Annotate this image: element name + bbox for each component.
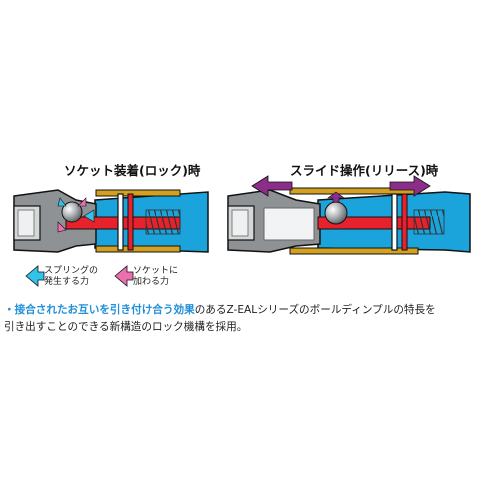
release-state-title: スライド操作(リリース)時 — [290, 163, 439, 178]
slide-arrow-left — [251, 175, 293, 197]
caption-line2: 引き出すことのできる新構造のロック機構を採用。 — [4, 321, 248, 333]
ball-left — [61, 201, 83, 223]
socket-force-legend-icon — [114, 265, 134, 287]
feature-caption: ・接合されたお互いを引き付け合う効果のあるZ-EALシリーズのボールディンプルの… — [4, 302, 496, 336]
spring-right — [413, 209, 445, 235]
caption-line1-rest: のあるZ-EALシリーズのボールディンプルの特長を — [194, 304, 436, 316]
legend-socket-line1: ソケットに — [133, 266, 179, 276]
lock-ring-right-a — [391, 193, 398, 251]
sleeve-left — [95, 189, 181, 197]
spring-left — [145, 209, 181, 235]
legend-spring-line1: スプリングの — [44, 266, 99, 276]
spring-force-arrow-left — [57, 197, 67, 207]
legend-socket-line2: 加わる力 — [133, 277, 170, 287]
ball-right — [324, 201, 348, 225]
release-state-diagram — [227, 175, 471, 255]
lock-ring-left-a — [117, 193, 124, 251]
caption-bullet: ・ — [4, 304, 15, 316]
release-force-arrow — [327, 191, 345, 203]
lock-ring-left-b — [127, 193, 134, 251]
caption-highlight: 接合されたお互いを引き付け合う効果 — [14, 304, 195, 316]
legend-spring-line2: 発生する力 — [44, 277, 90, 287]
caption-line1: ・接合されたお互いを引き付け合う効果のあるZ-EALシリーズのボールディンプルの… — [4, 302, 496, 319]
lock-ring-right-b — [401, 193, 408, 251]
socket-force-arrow-left — [77, 197, 87, 207]
lock-state-title: ソケット装着(ロック)時 — [64, 163, 201, 178]
spring-force-legend-icon — [25, 265, 45, 287]
lock-state-diagram — [13, 189, 209, 253]
slide-arrow-right — [389, 175, 431, 197]
